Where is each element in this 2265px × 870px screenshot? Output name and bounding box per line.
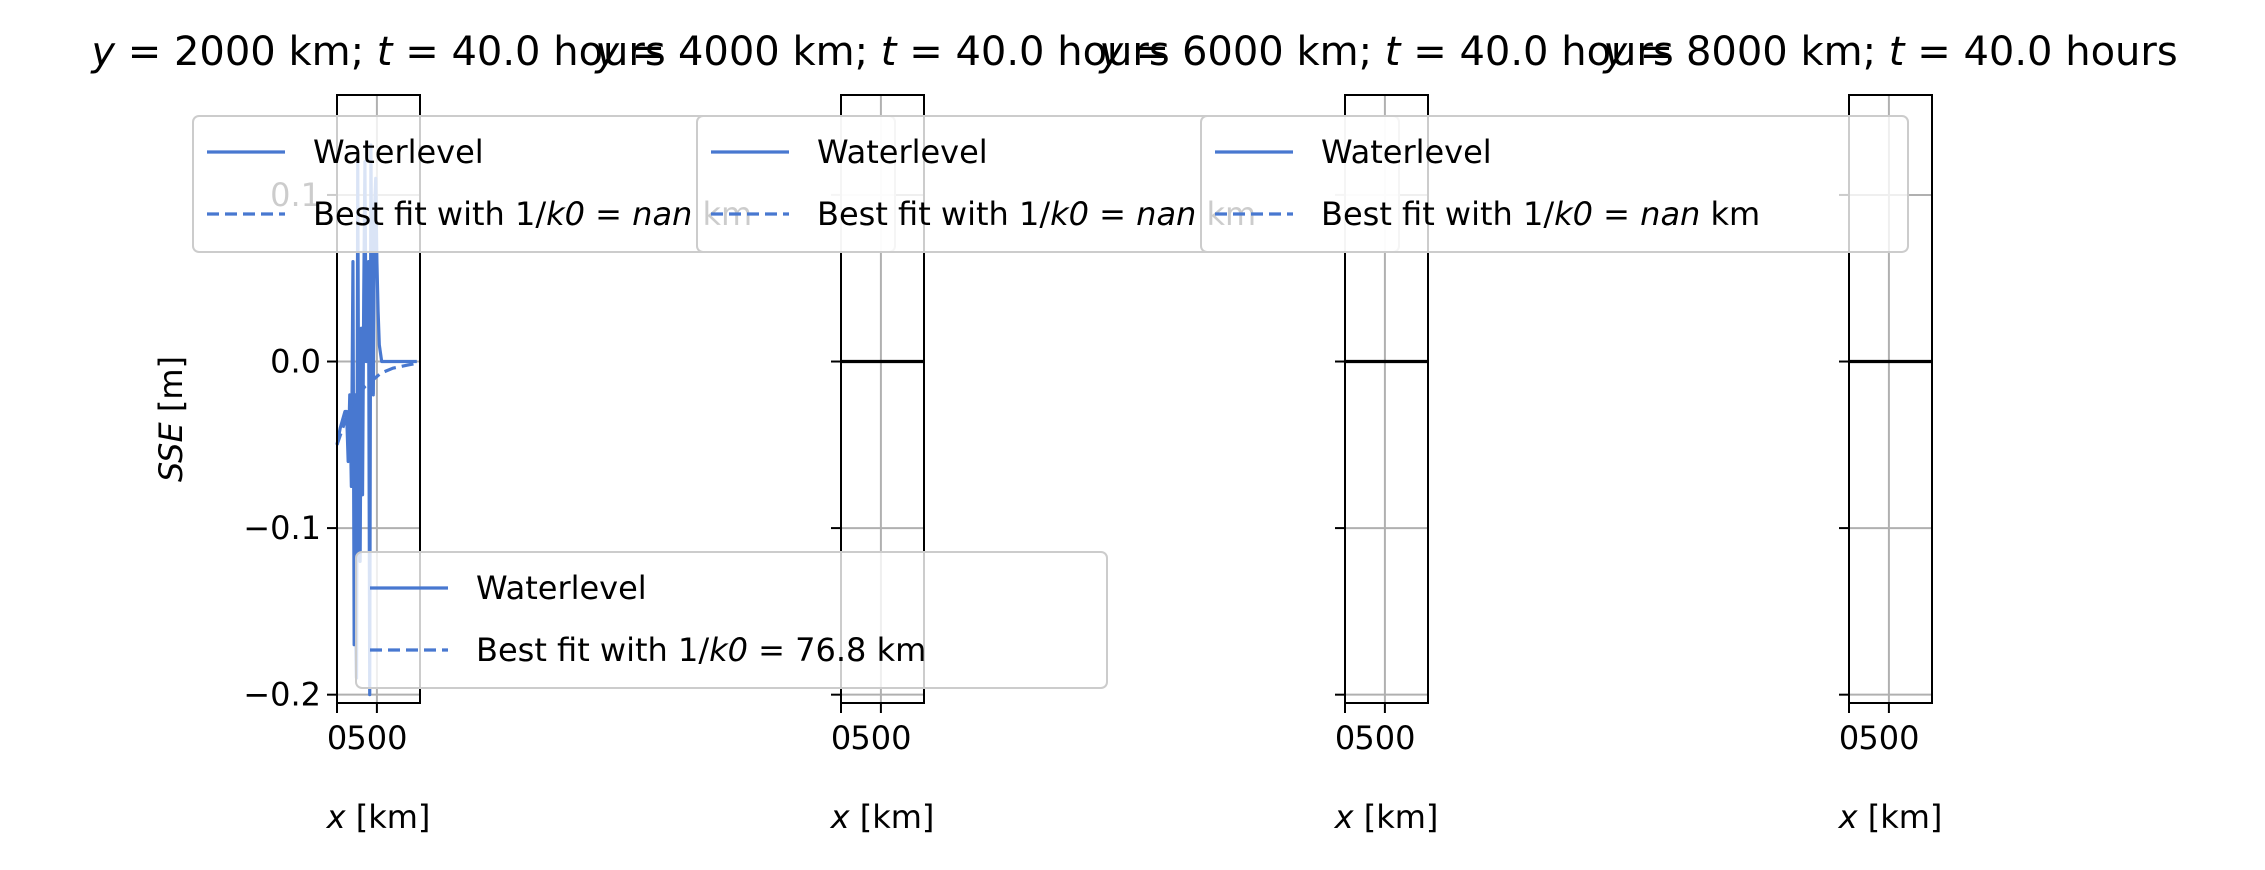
legend-box	[355, 551, 1108, 689]
x-tick-label: 0	[831, 719, 851, 757]
panel-title-4: y = 8000 km; t = 40.0 hours	[1602, 29, 2177, 75]
series-line-waterlevel	[335, 143, 417, 697]
x-tick-label: 500	[1354, 719, 1415, 757]
panel-title-1: y = 2000 km; t = 40.0 hours	[90, 29, 665, 75]
x-tick-label: 0	[1839, 719, 1859, 757]
x-tick-label: 0	[1335, 719, 1355, 757]
legend-label: Best fit with 1/k0 = nan km	[313, 195, 752, 233]
y-axis-label: SSE [m]	[152, 356, 190, 482]
x-axis-label: x [km]	[1334, 798, 1439, 836]
legend-label: Best fit with 1/k0 = nan km	[817, 195, 1256, 233]
y-tick-label: −0.2	[243, 676, 321, 714]
axes-frame	[1848, 94, 1933, 704]
legend-label: Waterlevel	[817, 133, 988, 171]
axes-frame	[336, 94, 421, 704]
y-tick-label: −0.1	[243, 509, 321, 547]
x-axis-label: x [km]	[1838, 798, 1943, 836]
series-line-best-fit	[335, 361, 418, 446]
panel-title-2: y = 4000 km; t = 40.0 hours	[594, 29, 1169, 75]
x-tick-label: 500	[850, 719, 911, 757]
x-tick-label: 500	[1858, 719, 1919, 757]
legend-box	[1200, 115, 1909, 253]
x-axis-label: x [km]	[830, 798, 935, 836]
legend-label: Waterlevel	[1321, 133, 1492, 171]
y-tick-label: 0.0	[270, 343, 321, 381]
axes-frame	[1344, 94, 1429, 704]
x-tick-label: 500	[346, 719, 407, 757]
x-tick-label: 0	[327, 719, 347, 757]
panel-title-3: y = 6000 km; t = 40.0 hours	[1098, 29, 1673, 75]
axes-frame	[840, 94, 925, 704]
legend-label: Waterlevel	[313, 133, 484, 171]
legend-label: Waterlevel	[476, 569, 647, 607]
legend-label: Best fit with 1/k0 = 76.8 km	[476, 631, 926, 669]
legend-label: Best fit with 1/k0 = nan km	[1321, 195, 1760, 233]
x-axis-label: x [km]	[326, 798, 431, 836]
